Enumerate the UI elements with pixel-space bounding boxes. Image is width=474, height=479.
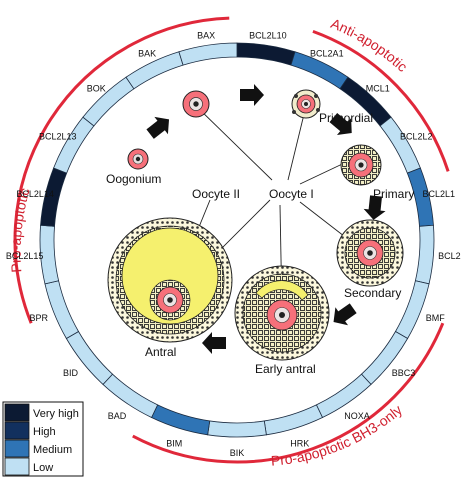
gene-label-bcl2l2: BCL2L2	[400, 132, 433, 142]
ring-segment-bcl2l2	[379, 116, 421, 174]
legend-swatch-very-high	[4, 403, 30, 422]
ring-segment-hrk	[263, 404, 324, 436]
ring-segment-bik	[207, 420, 267, 438]
oogonium-label: Oogonium	[106, 172, 161, 186]
arrow-icon	[329, 112, 352, 135]
arrow-icon	[333, 303, 357, 326]
gene-label-bcl2a1: BCL2A1	[310, 48, 344, 58]
arrow-icon	[202, 332, 226, 354]
secondary-label: Secondary	[344, 286, 401, 300]
gene-label-bim: BIM	[166, 439, 182, 449]
arrow-icon	[240, 84, 264, 106]
bh3-only-text: Pro-apoptotic BH3-only	[270, 402, 405, 469]
gene-label-mcl1: MCL1	[366, 83, 390, 93]
gene-label-bcl2l10: BCL2L10	[249, 30, 287, 40]
ring-segment-bcl2l10	[236, 42, 296, 66]
gene-label-bid: BID	[63, 368, 79, 378]
legend-label-low: Low	[33, 462, 53, 474]
gene-label-bmf: BMF	[426, 313, 446, 323]
secondary-follicle	[336, 219, 404, 287]
bh3-only-label: Pro-apoptotic BH3-only	[270, 402, 405, 469]
gene-label-noxa: NOXA	[344, 411, 370, 421]
connector-line	[195, 105, 273, 181]
legend-swatch-low	[4, 457, 30, 476]
development-arrows	[146, 84, 386, 354]
early-antral-follicle	[234, 265, 330, 361]
group-arc	[312, 29, 450, 172]
arrow-icon	[363, 195, 386, 220]
legend-swatch-medium	[4, 439, 30, 458]
antral-label: Antral	[145, 345, 176, 359]
oocyte-2-label: Oocyte II	[192, 187, 240, 201]
gene-label-bak: BAK	[138, 48, 156, 58]
gene-label-bok: BOK	[87, 83, 106, 93]
gene-label-bax: BAX	[197, 30, 215, 40]
legend-label-medium: Medium	[33, 444, 72, 456]
early-antral-label: Early antral	[255, 362, 316, 376]
gene-label-bcl2: BCL2	[438, 251, 461, 261]
gene-label-bcl2l13: BCL2L13	[39, 132, 77, 142]
legend-label-high: High	[33, 426, 56, 438]
gene-expression-ring	[39, 42, 435, 438]
group-arcs	[13, 16, 450, 464]
ring-segment-bcl2	[414, 224, 435, 285]
oogonium-cell	[127, 148, 149, 170]
legend-label-very-high: Very high	[33, 408, 79, 420]
gene-label-bpr: BPR	[29, 313, 48, 323]
gene-label-bik: BIK	[230, 448, 245, 458]
group-arc	[13, 16, 230, 324]
primary-follicle	[340, 144, 382, 186]
primary-label: Primary	[373, 187, 414, 201]
gene-label-bcl2l1: BCL2L1	[423, 189, 456, 199]
ring-segment-bax	[178, 42, 238, 66]
ring-segment-bim	[150, 404, 211, 436]
oocyte-cell	[182, 90, 210, 118]
legend-swatch-high	[4, 421, 30, 440]
antral-follicle	[107, 217, 233, 343]
arrow-icon	[146, 116, 170, 139]
primordial-follicle	[291, 89, 321, 119]
ring-segment-bpr	[44, 280, 80, 340]
gene-label-bbc3: BBC3	[392, 368, 416, 378]
gene-label-bad: BAD	[108, 411, 127, 421]
gene-label-hrk: HRK	[290, 439, 309, 449]
connector-line	[287, 105, 307, 181]
oocyte-1-label: Oocyte I	[269, 187, 314, 201]
group-arc	[132, 322, 445, 464]
ring-segment-bcl2l13	[53, 116, 95, 174]
gene-label-bcl2l15: BCL2L15	[6, 251, 44, 261]
gene-label-bcl2l14: BCL2L14	[16, 189, 54, 199]
primordial-label: Primordial	[319, 111, 373, 125]
